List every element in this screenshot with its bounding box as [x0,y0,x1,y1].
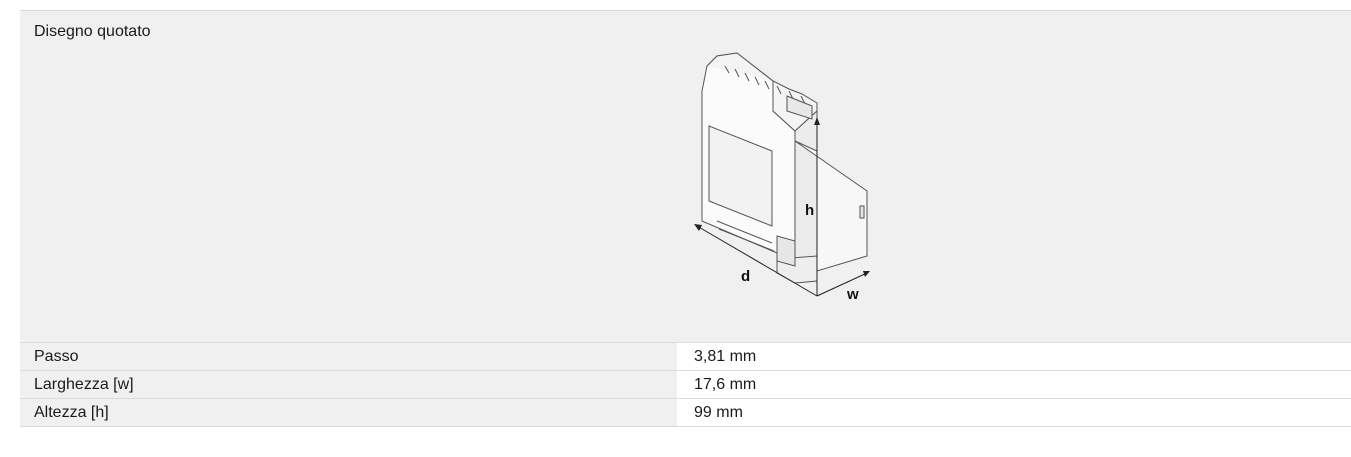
dimension-d-label: d [741,268,750,285]
spec-row-larghezza: Larghezza [w] 17,6 mm [20,371,1351,399]
spec-label: Larghezza [w] [20,371,677,398]
spec-label: Passo [20,343,677,370]
dimension-h-label: h [805,202,814,219]
dimension-drawing-cell: h d w [677,11,1351,342]
drawing-row: Disegno quotato [20,11,1351,343]
spec-value: 17,6 mm [677,371,1351,398]
dimension-w-label: w [846,286,859,303]
spec-value: 99 mm [677,399,1351,426]
spec-label: Altezza [h] [20,399,677,426]
drawing-label: Disegno quotato [20,11,677,342]
spec-row-altezza: Altezza [h] 99 mm [20,399,1351,427]
spec-value: 3,81 mm [677,343,1351,370]
spec-table: Disegno quotato [20,10,1351,427]
dimension-drawing: h d w [694,52,870,303]
spec-row-passo: Passo 3,81 mm [20,343,1351,371]
